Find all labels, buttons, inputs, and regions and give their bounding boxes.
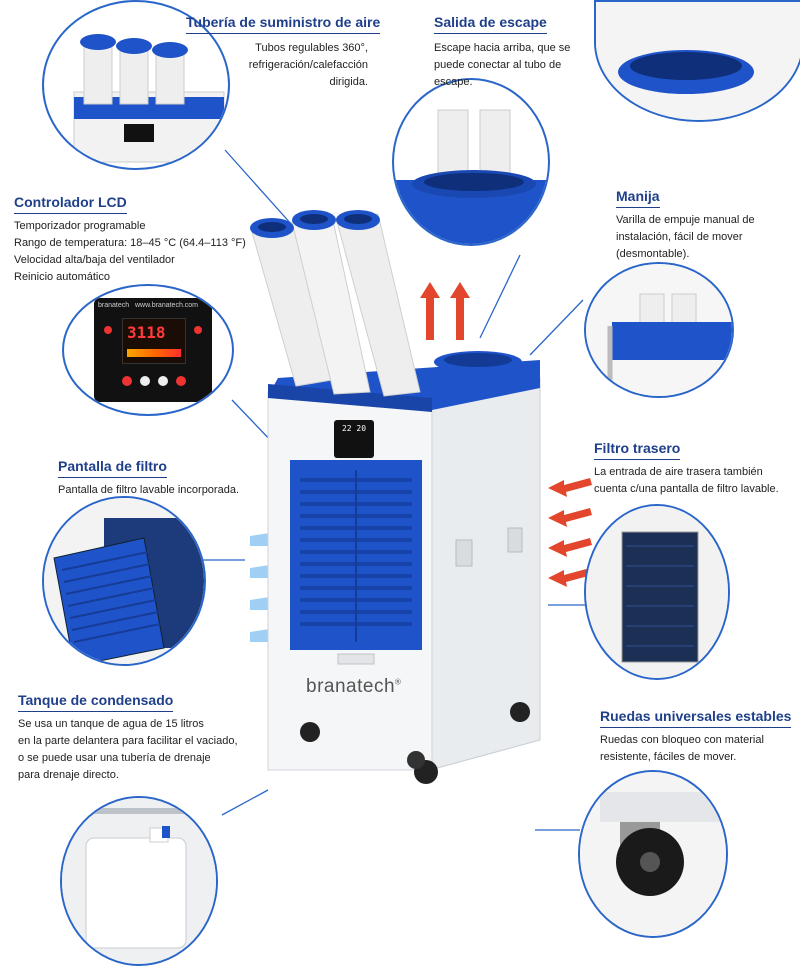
lcd-desc-line: Temporizador programable <box>14 220 146 232</box>
supply-desc-line: refrigeración/calefacción <box>248 59 368 71</box>
unit-brand-registered: ® <box>395 677 402 687</box>
exhaust-title: Salida de escape <box>434 14 547 34</box>
handle-detail <box>584 262 734 398</box>
supply-desc: Tubos regulables 360°, refrigeración/cal… <box>196 40 368 91</box>
tank-desc-line: para drenaje directo. <box>18 769 119 781</box>
down-button[interactable] <box>158 376 168 386</box>
handle-desc-line: instalación, fácil de mover <box>616 231 743 243</box>
handle-title: Manija <box>616 188 660 208</box>
lcd-brand: branatech <box>98 302 130 309</box>
lcd-desc: Temporizador programable Rango de temper… <box>14 218 246 286</box>
unit-body <box>267 351 541 784</box>
leader-lines <box>200 149 585 831</box>
rear-filter-desc: La entrada de aire trasera también cuent… <box>594 464 779 498</box>
rear-filter-desc-line: cuenta c/una pantalla de filtro lavable. <box>594 483 779 495</box>
tank-desc-line: Se usa un tanque de agua de 15 litros <box>18 718 204 730</box>
exhaust-detail <box>392 78 550 246</box>
wheels-detail <box>578 770 728 938</box>
wheels-title: Ruedas universales estables <box>600 708 792 728</box>
tank-desc: Se usa un tanque de agua de 15 litros en… <box>18 716 238 784</box>
handle-desc-line: (desmontable). <box>616 248 690 260</box>
unit-panel-right: 20 <box>356 424 367 433</box>
handle-desc-line: Varilla de empuje manual de <box>616 214 755 226</box>
air-supply-hoses <box>250 210 421 397</box>
exhaust-desc: Escape hacia arriba, que se puede conect… <box>434 40 570 91</box>
condensate-tank-detail <box>60 796 218 966</box>
rear-filter-desc-line: La entrada de aire trasera también <box>594 466 763 478</box>
lcd-desc-line: Reinicio automático <box>14 271 110 283</box>
rear-filter-detail <box>584 504 730 680</box>
lcd-header: branatech www.branatech.com <box>98 302 198 309</box>
lcd-title: Controlador LCD <box>14 194 127 214</box>
lcd-controller-detail: branatech www.branatech.com 3118 <box>62 284 234 416</box>
filter-screen-title: Pantalla de filtro <box>58 458 167 478</box>
lcd-desc-line: Rango de temperatura: 18–45 °C (64.4–113… <box>14 237 246 249</box>
wheels-desc-line: Ruedas con bloqueo con material <box>600 734 764 746</box>
exhaust-ring-detail <box>594 0 800 122</box>
lcd-bar-graph <box>127 349 181 357</box>
tank-desc-line: o se puede usar una tubería de drenaje <box>18 752 211 764</box>
supply-title: Tubería de suministro de aire <box>186 14 381 34</box>
supply-hoses-detail <box>42 0 230 170</box>
unit-brand-logo: branatech® <box>306 676 401 698</box>
lcd-display-right: 18 <box>146 323 166 342</box>
mode-button[interactable] <box>194 326 202 334</box>
lcd-screen: 3118 <box>122 318 186 364</box>
up-button[interactable] <box>140 376 150 386</box>
unit-panel-readout: 22 20 <box>337 424 371 433</box>
filter-screen-detail <box>42 496 206 666</box>
wheels-desc-line: resistente, fáciles de mover. <box>600 751 737 763</box>
lcd-display-digits: 3118 <box>127 323 166 342</box>
unit-brand-name: branatech <box>306 676 396 697</box>
filter-screen-desc-line: Pantalla de filtro lavable incorporada. <box>58 484 240 496</box>
wheels-desc: Ruedas con bloqueo con material resisten… <box>600 732 764 766</box>
filter-screen-desc: Pantalla de filtro lavable incorporada. <box>58 482 239 499</box>
supply-desc-line: dirigida. <box>329 76 368 88</box>
tank-desc-line: en la parte delantera para facilitar el … <box>18 735 238 747</box>
lcd-panel: branatech www.branatech.com 3118 <box>94 298 212 402</box>
rear-intake-arrows <box>548 478 592 587</box>
rear-filter-title: Filtro trasero <box>594 440 681 460</box>
unit-panel-left: 22 <box>341 424 352 433</box>
exhaust-desc-line: puede conectar al tubo de <box>434 59 562 71</box>
lcd-website: www.branatech.com <box>134 302 199 309</box>
tank-title: Tanque de condensado <box>18 692 174 712</box>
lcd-display-left: 31 <box>127 323 147 342</box>
power-button[interactable] <box>104 326 112 334</box>
fan-button[interactable] <box>176 376 186 386</box>
exhaust-arrows <box>420 282 470 340</box>
supply-desc-line: Tubos regulables 360°, <box>255 42 368 54</box>
lcd-desc-line: Velocidad alta/baja del ventilador <box>14 254 175 266</box>
exhaust-desc-line: escape. <box>434 76 473 88</box>
exhaust-desc-line: Escape hacia arriba, que se <box>434 42 571 54</box>
handle-desc: Varilla de empuje manual de instalación,… <box>616 212 755 263</box>
timer-button[interactable] <box>122 376 132 386</box>
